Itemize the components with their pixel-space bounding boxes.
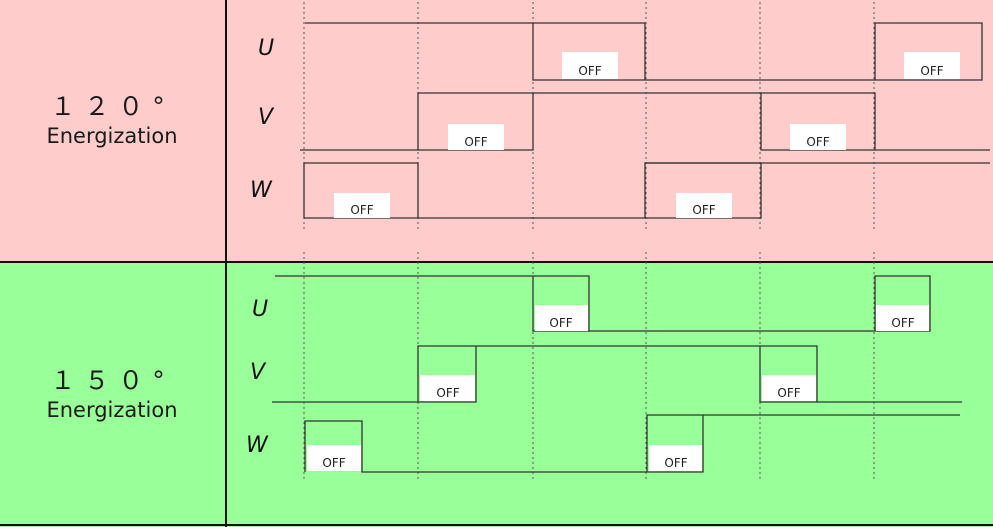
off-box-150-u-1: OFF <box>535 305 588 331</box>
off-label: OFF <box>664 456 687 470</box>
title-150-degrees: １５０° <box>50 366 174 395</box>
title-150-energization: Energization <box>46 398 178 422</box>
phase-label-150-w: W <box>246 433 269 458</box>
off-box-120-u-2: OFF <box>904 52 960 79</box>
waveform-150-u <box>275 275 931 332</box>
off-label: OFF <box>464 135 487 149</box>
off-label: OFF <box>350 203 373 217</box>
section-150-energization: １５０° Energization <box>0 263 993 527</box>
off-label: OFF <box>322 456 345 470</box>
off-label: OFF <box>549 316 572 330</box>
grid-lines-150 <box>303 252 875 482</box>
waveform-120-u <box>305 22 983 81</box>
off-box-120-v-2: OFF <box>790 124 846 150</box>
phase-label-120-w: W <box>250 178 273 203</box>
phase-label-120-v: V <box>258 105 275 130</box>
section-title-120: １２０° Energization <box>0 92 224 150</box>
off-label: OFF <box>777 386 800 400</box>
phase-label-150-u: U <box>252 297 268 322</box>
off-box-150-w-1: OFF <box>307 445 361 471</box>
off-box-120-w-2: OFF <box>676 193 732 218</box>
phase-label-120-u: U <box>258 36 274 61</box>
waveform-120-v <box>300 92 990 151</box>
section-title-150: １５０° Energization <box>0 366 224 424</box>
off-box-150-w-2: OFF <box>649 445 702 471</box>
off-label: OFF <box>920 64 943 78</box>
waveform-150-v <box>272 345 962 403</box>
off-box-120-u-1: OFF <box>562 52 618 79</box>
off-box-120-v-1: OFF <box>448 124 504 150</box>
off-label: OFF <box>806 135 829 149</box>
off-box-150-v-2: OFF <box>762 375 816 401</box>
off-box-120-w-1: OFF <box>334 193 390 218</box>
off-box-150-u-2: OFF <box>876 305 929 331</box>
waveform-150-w <box>304 414 960 473</box>
off-label: OFF <box>578 64 601 78</box>
off-box-150-v-1: OFF <box>420 375 475 401</box>
off-label: OFF <box>436 386 459 400</box>
phase-label-150-v: V <box>250 360 267 385</box>
off-label: OFF <box>891 316 914 330</box>
waveform-120-w <box>303 162 990 219</box>
off-label: OFF <box>692 203 715 217</box>
title-120-energization: Energization <box>46 124 178 148</box>
title-120-degrees: １２０° <box>50 92 174 121</box>
